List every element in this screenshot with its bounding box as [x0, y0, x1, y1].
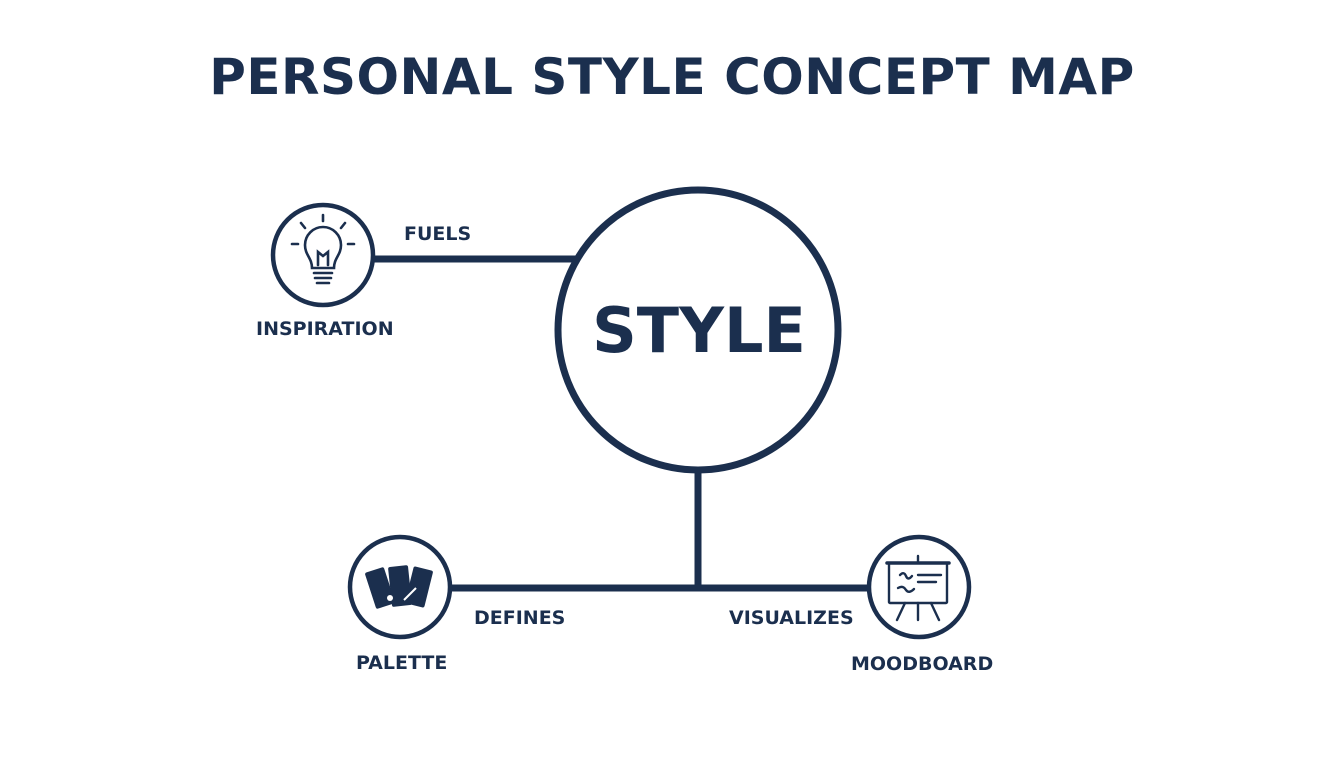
inspiration-label: INSPIRATION — [256, 318, 394, 340]
presentation-board-icon — [885, 554, 951, 622]
edge-label-defines: DEFINES — [474, 607, 566, 629]
lightbulb-icon — [290, 213, 356, 285]
moodboard-label: MOODBOARD — [851, 653, 994, 675]
inspiration-node[interactable] — [270, 202, 376, 308]
edge-label-visualizes: VISUALIZES — [729, 607, 854, 629]
moodboard-node[interactable] — [866, 534, 972, 640]
style-center-label: STYLE — [592, 294, 806, 367]
palette-node[interactable] — [347, 534, 453, 640]
style-center-circle — [554, 186, 842, 474]
color-swatches-icon — [365, 565, 433, 609]
page-title: PERSONAL STYLE CONCEPT MAP — [209, 48, 1135, 106]
edge-label-fuels: FUELS — [404, 223, 472, 245]
palette-label: PALETTE — [356, 652, 448, 674]
